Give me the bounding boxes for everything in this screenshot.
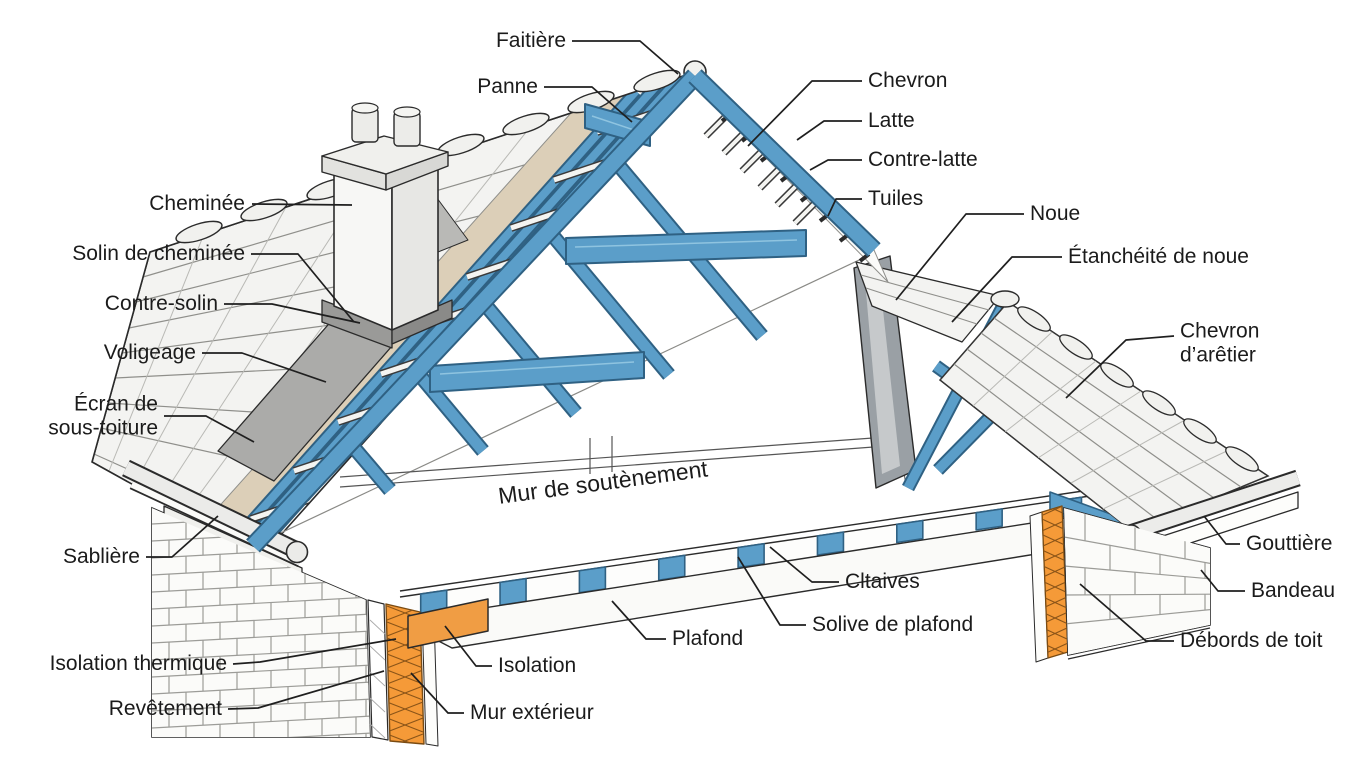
- leader-bandeau: [1200, 569, 1245, 592]
- leader-isolation: [444, 625, 492, 667]
- leader-ecran-sous-toiture: [164, 415, 255, 443]
- leader-solin-de-cheminee: [251, 253, 355, 323]
- label-cltaives: Cltaives: [845, 570, 920, 594]
- main-truss: [246, 69, 889, 553]
- label-noue: Noue: [1030, 202, 1081, 226]
- label-chevron: Chevron: [868, 69, 948, 93]
- label-panne: Panne: [477, 75, 538, 99]
- leader-chevron-aretier: [1065, 335, 1175, 399]
- label-isolation: Isolation: [498, 654, 577, 678]
- right-wall-bricks: [1064, 508, 1210, 655]
- leader-mur-exterieur: [410, 672, 464, 714]
- label-debords-de-toit: Débords de toit: [1180, 629, 1323, 653]
- chimney: [217, 102, 469, 482]
- label-bandeau: Bandeau: [1251, 579, 1336, 603]
- label-contre-latte: Contre-latte: [868, 148, 978, 172]
- label-sabliere: Sablière: [62, 545, 140, 569]
- hip-caps: [990, 290, 1259, 472]
- label-latte: Latte: [868, 109, 915, 133]
- leader-cheminee: [251, 203, 353, 206]
- label-gouttiere: Gouttière: [1246, 532, 1333, 556]
- leader-panne: [544, 86, 633, 123]
- leader-voligeage: [202, 352, 327, 383]
- label-isolation-thermique: Isolation thermique: [49, 652, 227, 676]
- label-mur-de-soutenement: Mur de soutènement: [496, 455, 710, 509]
- label-solive-de-plafond: Solive de plafond: [812, 613, 974, 637]
- label-etancheite-de-noue: Étanchéité de noue: [1068, 245, 1249, 269]
- leader-solive-de-plafond: [737, 556, 806, 626]
- label-revetement: Revêtement: [108, 697, 222, 721]
- leader-revetement: [227, 670, 385, 710]
- label-ecran-sous-toiture: Écran de sous-toiture: [48, 392, 158, 439]
- label-faitiere: Faitière: [495, 29, 566, 53]
- insulation-panel: [407, 598, 489, 649]
- leader-plafond: [611, 600, 666, 640]
- leader-contre-solin: [224, 303, 361, 324]
- leader-sabliere: [146, 515, 219, 558]
- leader-lines: [146, 40, 1245, 714]
- leader-etancheite-de-noue: [951, 256, 1062, 323]
- label-tuiles: Tuiles: [868, 187, 924, 211]
- leader-noue: [895, 213, 1024, 301]
- leader-isolation-thermique: [232, 638, 397, 665]
- label-cheminee: Cheminée: [149, 192, 245, 216]
- leader-contre-latte: [809, 159, 862, 171]
- leader-latte: [796, 120, 862, 141]
- label-mur-exterieur: Mur extérieur: [470, 701, 594, 725]
- leader-chevron: [747, 80, 862, 147]
- leader-faitiere: [572, 40, 679, 75]
- label-plafond: Plafond: [672, 627, 744, 651]
- label-chevron-aretier: Chevron d’arêtier: [1180, 319, 1260, 366]
- leader-debords-de-toit: [1079, 583, 1174, 642]
- leader-cltaives: [769, 546, 839, 583]
- leader-tuiles: [827, 198, 862, 217]
- label-voligeage: Voligeage: [103, 341, 196, 365]
- label-solin-de-cheminee: Solin de cheminée: [72, 242, 245, 266]
- label-contre-solin: Contre-solin: [104, 292, 218, 316]
- leader-gouttiere: [1203, 515, 1240, 545]
